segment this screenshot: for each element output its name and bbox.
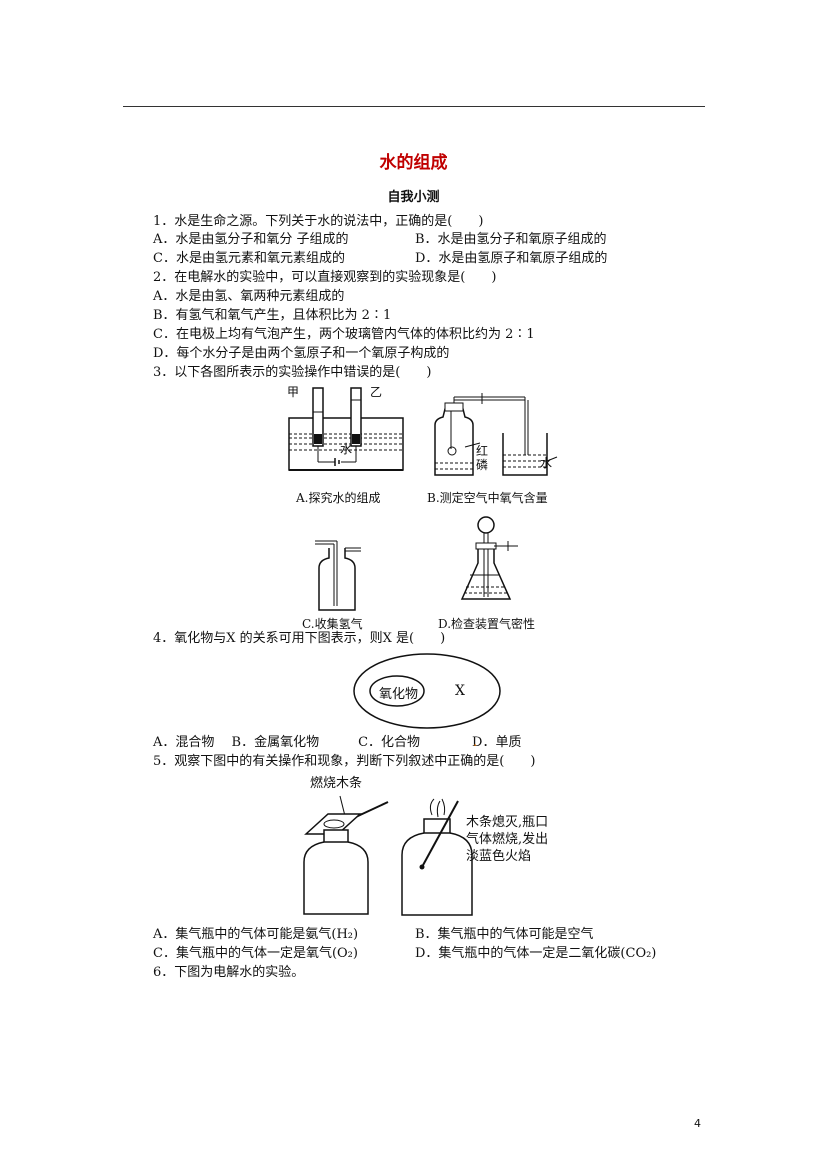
- label-observation-1: 木条熄灭,瓶口: [466, 815, 549, 830]
- figure-c-gas-bottle: [315, 540, 361, 611]
- label-water-b: 水: [540, 456, 553, 470]
- label-jia: 甲: [287, 385, 300, 399]
- figure-b-caption: B.测定空气中氧气含量: [427, 491, 548, 505]
- q4-options: A．混合物 B．金属氧化物 C．化合物 D．单质: [153, 735, 522, 750]
- q2-stem: 2．在电解水的实验中，可以直接观察到的实验现象是( ): [153, 270, 497, 285]
- q5-option-b: B．集气瓶中的气体可能是空气: [415, 927, 594, 942]
- figure-bottle-burning: [401, 798, 473, 916]
- figure-d-caption: D.检查装置气密性: [438, 617, 536, 631]
- q4-orange-dot: .: [473, 735, 478, 750]
- q2-option-b: B．有氢气和氧气产生，且体积比为 2∶1: [153, 308, 392, 323]
- q1-option-a: A．水是由氢分子和氧分 子组成的: [153, 232, 349, 247]
- label-red-phosphorus-2: 磷: [476, 458, 489, 472]
- q1-option-d: D．水是由氢原子和氧原子组成的: [415, 251, 608, 266]
- q6-stem: 6．下图为电解水的实验。: [153, 965, 305, 980]
- figure-d-airtightness-flask: [460, 516, 518, 600]
- figure-b-oxygen-apparatus: [434, 393, 558, 476]
- q5-option-a: A．集气瓶中的气体可能是氨气(H₂): [153, 927, 359, 942]
- venn-outer-label: X: [455, 683, 465, 699]
- q1-option-b: B．水是由氢分子和氧原子组成的: [415, 232, 607, 247]
- q1-stem: 1．水是生命之源。下列关于水的说法中，正确的是( ): [153, 214, 484, 229]
- label-burning-stick: 燃烧木条: [310, 776, 363, 791]
- figure-venn-oxide: [353, 653, 501, 729]
- page-title: 水的组成: [379, 153, 448, 173]
- figure-c-caption: C.收集氢气: [302, 617, 363, 631]
- q1-option-c: C．水是由氢元素和氧元素组成的: [153, 251, 345, 266]
- q2-option-a: A．水是由氢、氧两种元素组成的: [153, 289, 345, 304]
- figure-a-electrolysis: [288, 387, 404, 471]
- label-observation-2: 气体燃烧,发出: [466, 832, 549, 847]
- label-water-a: 水: [340, 442, 353, 456]
- figure-bottle-with-stick: [303, 795, 389, 915]
- q5-option-c: C．集气瓶中的气体一定是氧气(O₂): [153, 946, 358, 961]
- q5-option-d: D．集气瓶中的气体一定是二氧化碳(CO₂): [415, 946, 657, 961]
- venn-inner-label: 氧化物: [379, 687, 419, 702]
- page-number: 4: [694, 1117, 701, 1130]
- q4-stem: 4．氧化物与X 的关系可用下图表示，则X 是( ): [153, 631, 446, 646]
- header-rule: [123, 106, 705, 107]
- label-yi: 乙: [370, 385, 383, 399]
- q5-stem: 5．观察下图中的有关操作和现象，判断下列叙述中正确的是( ): [153, 754, 536, 769]
- label-red-phosphorus-1: 红: [476, 444, 489, 458]
- figure-a-caption: A.探究水的组成: [296, 491, 381, 505]
- section-subtitle: 自我小测: [387, 190, 440, 205]
- q3-stem: 3．以下各图所表示的实验操作中错误的是( ): [153, 365, 432, 380]
- label-observation-3: 淡蓝色火焰: [466, 849, 532, 864]
- q2-option-c: C．在电极上均有气泡产生，两个玻璃管内气体的体积比约为 2∶1: [153, 327, 535, 342]
- q2-option-d: D．每个水分子是由两个氢原子和一个氧原子构成的: [153, 346, 450, 361]
